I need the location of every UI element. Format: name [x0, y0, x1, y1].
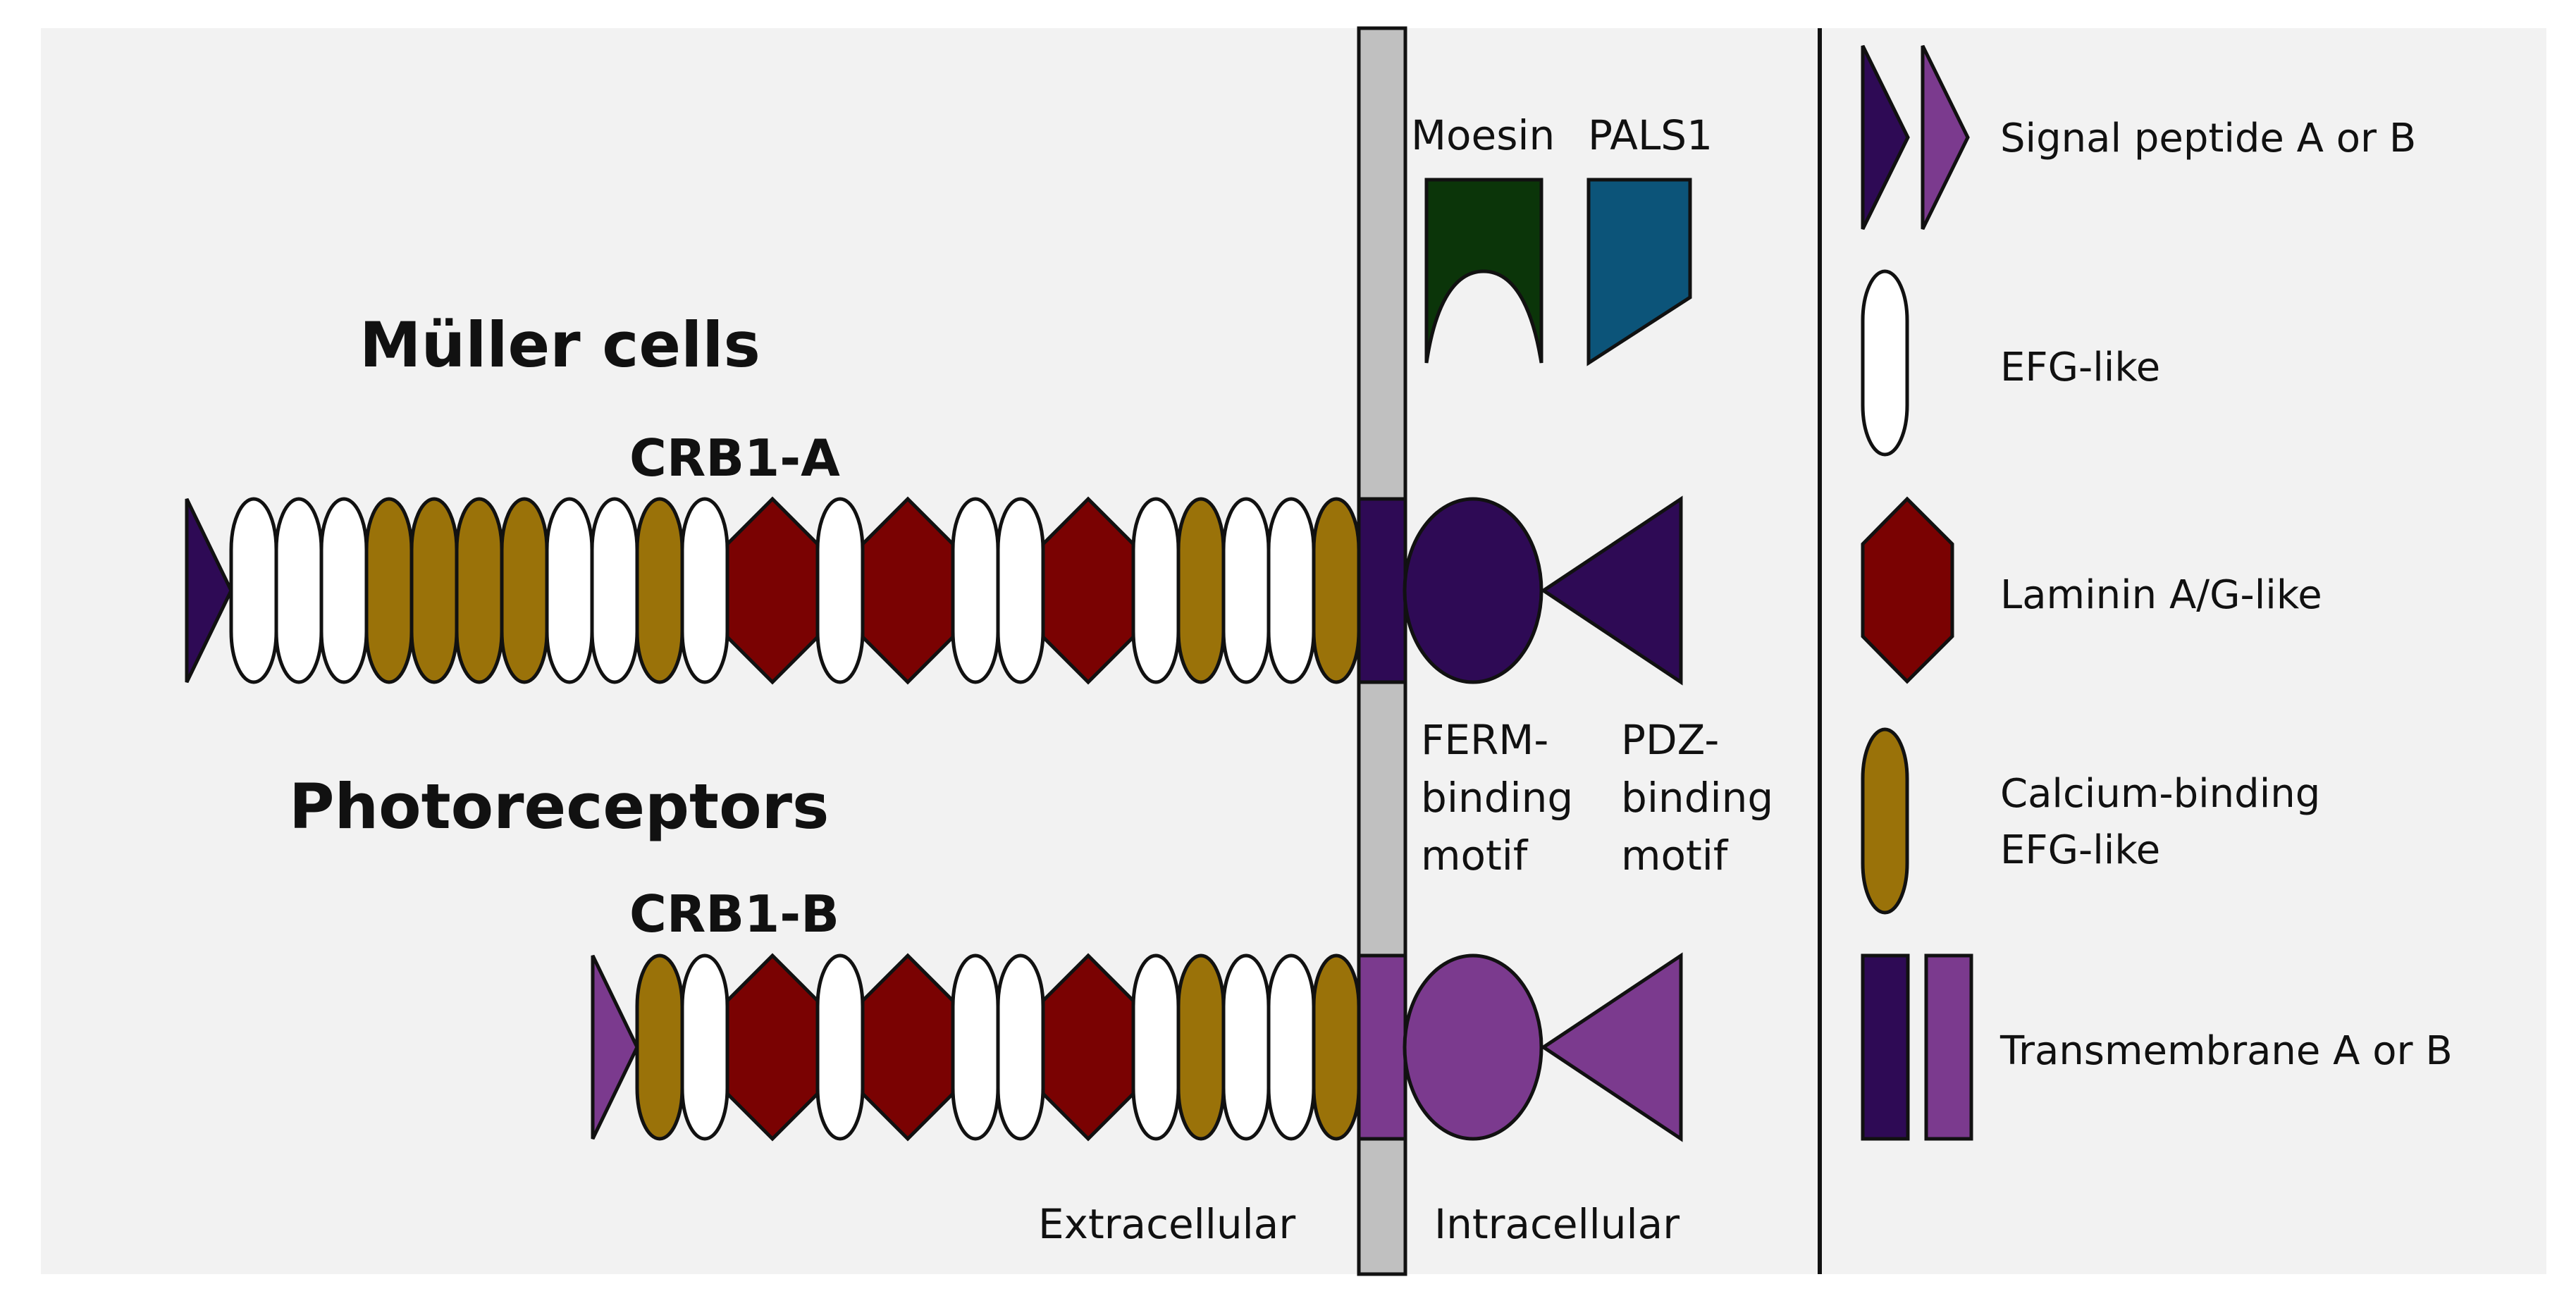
legend-transmembrane-label: Transmembrane A or B [1999, 1028, 2453, 1074]
crb1-a-calcium-binding-domain-19 [1176, 497, 1226, 684]
intracellular-label: Intracellular [1434, 1200, 1680, 1248]
moesin-shape [1424, 178, 1543, 364]
legend-calcium-binding-label-line2: EFG-like [2000, 827, 2160, 873]
crb1-b-label: CRB1-B [629, 884, 839, 944]
legend-egf-like-label: EFG-like [2000, 345, 2160, 390]
crb1-a-label: CRB1-A [629, 428, 840, 488]
legend-laminin-icon [1861, 496, 1954, 684]
crb1-a-calcium-binding-domain-10 [635, 497, 684, 684]
crb1-b-egf-like-domain-2 [680, 953, 729, 1141]
legend-egf-like-icon [1861, 269, 1909, 457]
pals1-label: PALS1 [1588, 111, 1713, 159]
crb1-a-egf-like-domain-18 [1131, 497, 1181, 684]
crb1-a-egf-like-domain-2 [274, 497, 323, 684]
legend-calcium-binding-label-line1: Calcium-binding [2000, 771, 2320, 817]
crb1-a-calcium-binding-domain-22 [1312, 497, 1361, 684]
ferm-binding-motif-a [1403, 497, 1543, 684]
crb1-a-signal-peptide-0 [185, 498, 233, 684]
ferm-motif-label-line2: binding [1421, 774, 1573, 822]
moesin-label: Moesin [1411, 111, 1555, 159]
crb1-a-egf-like-domain-9 [590, 497, 639, 684]
legend-laminin-label: Laminin A/G-like [2000, 572, 2322, 618]
crb1-b-domain-row [591, 953, 1361, 1142]
crb1-b-egf-like-domain-12 [1267, 953, 1316, 1141]
crb1-a-egf-like-domain-21 [1267, 497, 1316, 684]
photoreceptors-label: Photoreceptors [289, 770, 829, 843]
crb1-b-egf-like-domain-4 [815, 953, 865, 1141]
transmembrane-a [1357, 497, 1407, 684]
legend-signal-peptide-label: Signal peptide A or B [2000, 116, 2416, 161]
crb1-a-egf-like-domain-8 [545, 497, 594, 684]
extracellular-label: Extracellular [1038, 1200, 1295, 1248]
crb1-a-calcium-binding-domain-7 [500, 497, 549, 684]
crb1-b-egf-like-domain-6 [951, 953, 1000, 1141]
crb1-b-signal-peptide-0 [591, 954, 639, 1140]
legend-transmembrane-a-icon [1861, 953, 1910, 1141]
crb1-b-egf-like-domain-7 [996, 953, 1045, 1141]
legend-signal-peptide-b-icon [1921, 44, 1970, 230]
crb1-a-egf-like-domain-16 [996, 497, 1045, 684]
crb1-a-egf-like-domain-13 [815, 497, 865, 684]
crb1-b-calcium-binding-domain-1 [635, 953, 684, 1141]
crb1-a-calcium-binding-domain-5 [409, 497, 459, 684]
crb1-b-egf-like-domain-11 [1221, 953, 1271, 1141]
pdz-binding-motif-b [1540, 952, 1683, 1142]
pdz-binding-motif-a [1540, 495, 1683, 686]
transmembrane-b [1357, 953, 1407, 1141]
crb1-a-egf-like-domain-20 [1221, 497, 1271, 684]
pdz-motif-label-line3: motif [1621, 832, 1729, 879]
legend-signal-peptide-a-icon [1861, 44, 1910, 230]
crb1-a-domain-row [185, 496, 1361, 685]
crb1-b-calcium-binding-domain-13 [1312, 953, 1361, 1141]
muller-cells-label: Müller cells [359, 309, 760, 381]
crb1-a-calcium-binding-domain-6 [455, 497, 504, 684]
legend-transmembrane-b-icon [1924, 953, 1973, 1141]
crb1-b-calcium-binding-domain-10 [1176, 953, 1226, 1141]
legend-calcium-binding-icon [1861, 727, 1909, 915]
crb1-a-egf-like-domain-15 [951, 497, 1000, 684]
crb1-a-calcium-binding-domain-4 [364, 497, 414, 684]
ferm-motif-label-line1: FERM- [1421, 716, 1548, 764]
ferm-motif-label-line3: motif [1421, 832, 1529, 879]
pals1-shape [1586, 178, 1692, 366]
ferm-binding-motif-b [1403, 953, 1543, 1141]
crb1-a-egf-like-domain-1 [229, 497, 278, 684]
pdz-motif-label-line1: PDZ- [1621, 716, 1719, 764]
crb1-a-egf-like-domain-3 [319, 497, 369, 684]
crb1-b-egf-like-domain-9 [1131, 953, 1181, 1141]
pdz-motif-label-line2: binding [1621, 774, 1773, 822]
crb1-a-egf-like-domain-11 [680, 497, 729, 684]
